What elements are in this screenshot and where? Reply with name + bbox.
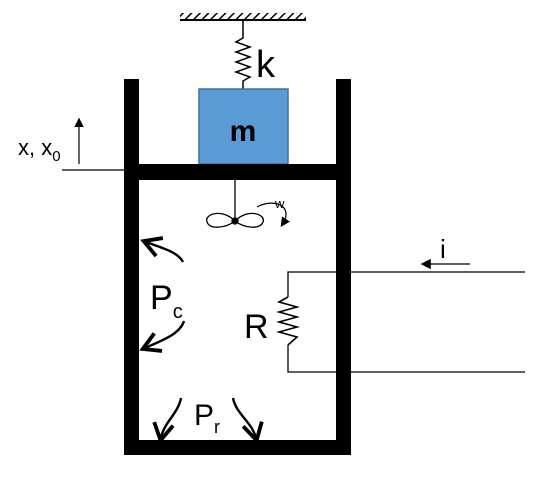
resistor-label: R <box>244 308 269 346</box>
piston-plate <box>139 164 336 180</box>
mass-block: m <box>198 88 289 165</box>
current-label: i <box>440 234 446 264</box>
wall-heat-label: Pc <box>150 279 183 323</box>
mass-label: m <box>230 115 257 148</box>
ground-hatch-icon <box>180 13 306 21</box>
stirrer-propeller-icon <box>206 180 264 228</box>
spring-icon <box>233 20 253 89</box>
displacement-indicator <box>62 117 124 171</box>
displacement-label: x, x0 <box>18 135 61 165</box>
spring-constant-label: k <box>256 44 276 86</box>
heat-flow-arrow-icon <box>139 236 186 353</box>
resistor-circuit <box>276 271 525 373</box>
bottom-heat-label: Pr <box>194 399 220 437</box>
resistor-zigzag-icon <box>276 296 300 346</box>
cylinder-vessel <box>124 79 351 455</box>
heat-flow-arrow-icon <box>152 397 264 445</box>
rotation-arrow-icon <box>256 202 290 227</box>
angular-speed-label: w <box>274 196 285 211</box>
